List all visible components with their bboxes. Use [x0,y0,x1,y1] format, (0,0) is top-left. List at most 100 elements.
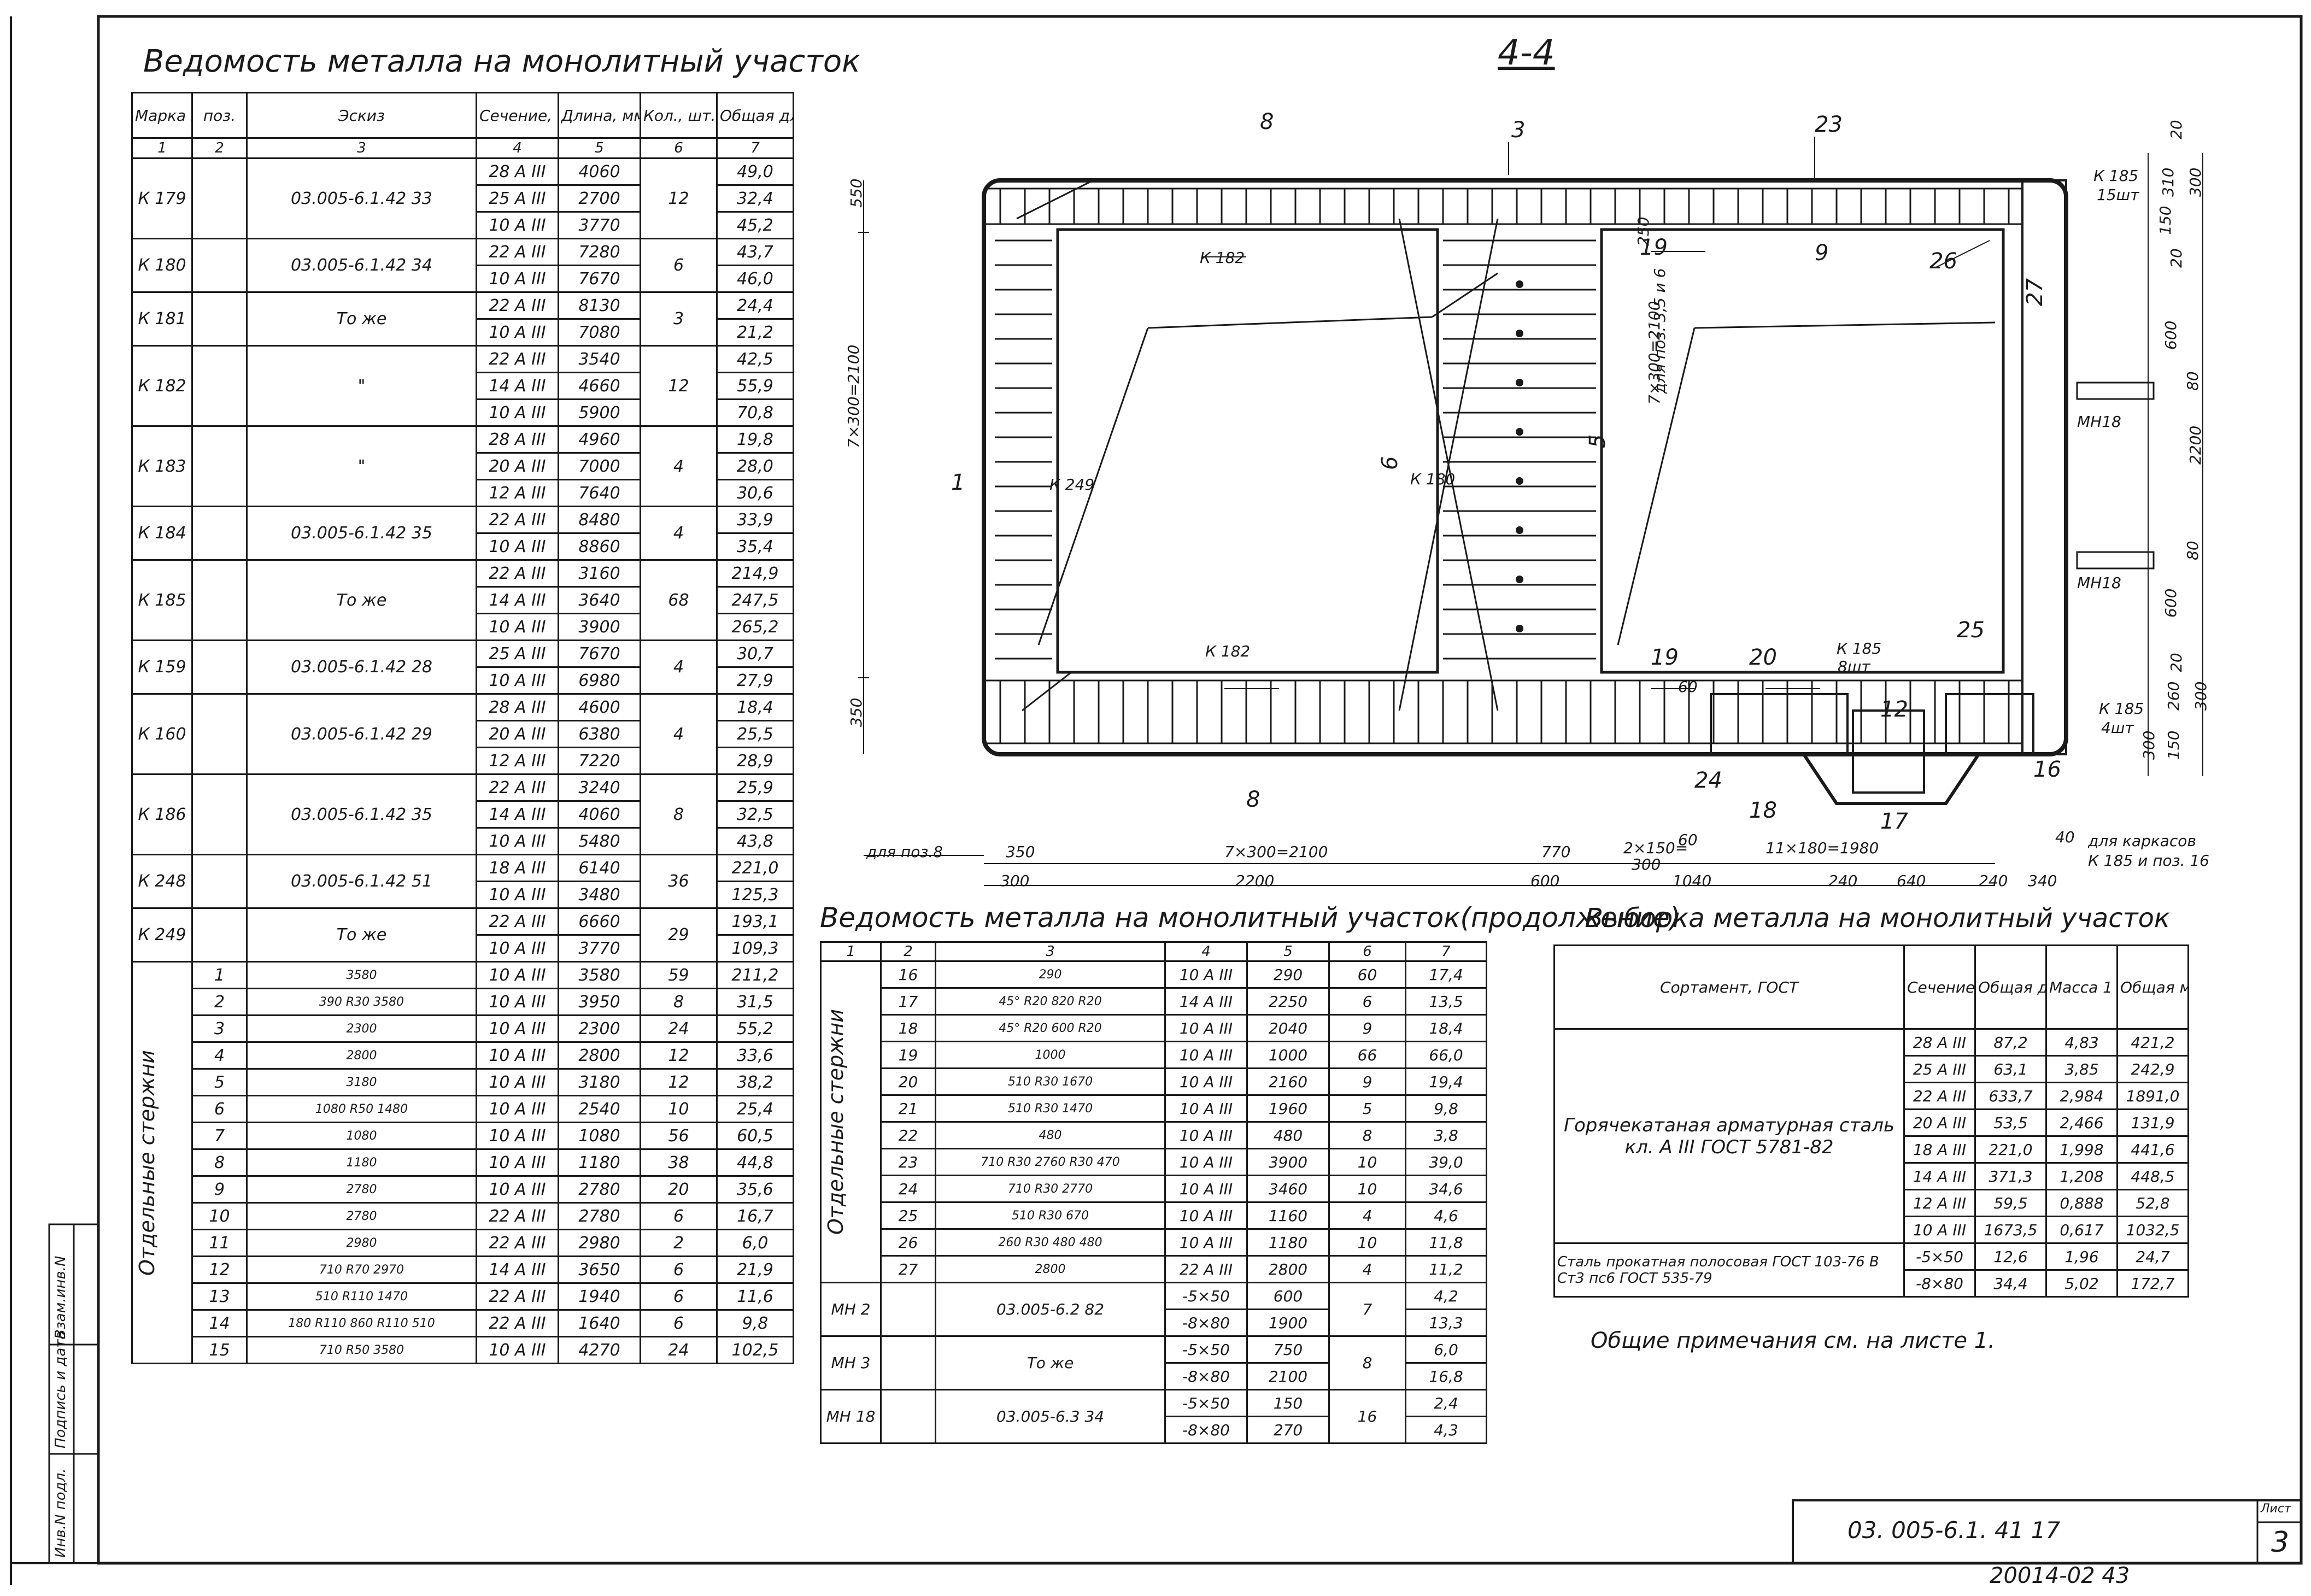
position-cell: 20 [880,1067,936,1096]
element-mark: К 179 [131,157,193,239]
position-cell: 21 [880,1094,936,1123]
length-cell: 7080 [558,318,641,347]
length-cell: 2300 [558,1014,641,1043]
drawing-label-k182-top: К 182 [1200,249,1245,267]
quantity-cell: 8 [1328,1335,1406,1390]
length-cell: 7280 [558,238,641,266]
total-length-cell: 11,6 [716,1282,794,1311]
quantity-cell: 20 [640,1175,718,1204]
quantity-cell: 60 [1328,960,1406,989]
element-mark: МН 18 [820,1389,882,1444]
sketch-ref: То же [246,559,477,641]
bar-sketch: 510 R30 1670 [935,1067,1166,1096]
length-cell: 5900 [558,398,641,427]
section-cell: 10 А III [1164,1041,1248,1069]
length-cell: 6980 [558,666,641,695]
summary-cell: 28 А III [1903,1028,1976,1057]
column-header: Эскиз [246,92,477,139]
section-cell: 10 А III [476,318,559,347]
sketch-ref: То же [246,291,477,347]
drawing-label-d-600b: 600 [2162,588,2180,618]
drawing-label-p26: 26 [1929,249,1957,274]
summary-cell: 20 А III [1903,1108,1976,1137]
drawing-label-c-600: 600 [1530,872,1560,890]
length-cell: 2250 [1246,987,1330,1016]
section-cell: 22 А III [476,1202,559,1230]
length-cell: 3770 [558,211,641,239]
position-cell: 4 [191,1041,248,1070]
element-mark: К 180 [131,238,193,293]
element-mark: К 184 [131,506,193,561]
drawing-label-c-340: 340 [2028,872,2057,890]
total-length-cell: 4,6 [1405,1201,1487,1230]
total-length-cell: 13,3 [1405,1309,1487,1337]
sketch-ref: 03.005-6.3 34 [935,1389,1166,1444]
drawing-label-k180: К 180 [1410,470,1456,488]
column-number: 7 [1405,941,1487,962]
drawing-label-p17: 17 [1880,809,1908,834]
total-length-cell: 66,0 [1405,1041,1487,1069]
section-cell: 10 А III [476,881,559,909]
summary-cell: 633,7 [1974,1082,2047,1110]
column-header: Длина, мм [558,92,641,139]
quantity-cell: 8 [1328,1121,1406,1149]
drawing-label-d-80a: 80 [2184,371,2202,391]
position-cell [191,854,248,909]
total-length-cell: 21,2 [716,318,794,347]
total-length-cell: 42,5 [716,345,794,373]
column-number: 6 [1328,941,1406,962]
sheet-number: 3 [2271,1526,2290,1559]
length-cell: 2700 [558,184,641,213]
bar-sketch: 2980 [246,1229,477,1257]
length-cell: 1640 [558,1309,641,1337]
section-cell: 22 А III [476,1309,559,1337]
length-cell: 2800 [558,1041,641,1070]
quantity-cell: 56 [640,1122,718,1150]
element-mark: К 181 [131,291,193,347]
section-cell: 22 А III [476,506,559,534]
column-number: 1 [820,941,882,962]
length-cell: 3540 [558,345,641,373]
position-cell [191,773,248,855]
bar-sketch: 260 R30 480 480 [935,1228,1166,1257]
drawing-label-d-60: 60 [1678,678,1698,696]
length-cell: 3640 [558,586,641,614]
summary-cell: -5×50 [1903,1242,1976,1271]
total-length-cell: 32,5 [716,800,794,829]
section-cell: 10 А III [476,398,559,427]
column-number: 5 [1246,941,1330,962]
drawing-label-p9: 9 [1815,240,1829,266]
section-cell: 14 А III [1164,987,1248,1016]
quantity-cell: 4 [1328,1201,1406,1230]
sketch-ref: 03.005-6.1.42 28 [246,639,477,695]
length-cell: 1160 [1246,1201,1330,1230]
column-number: 7 [716,137,794,159]
rebar-dot [1516,428,1523,436]
column-header: Сортамент, ГОСТ [1553,944,1905,1030]
bar-sketch: 2800 [935,1255,1166,1283]
total-length-cell: 30,6 [716,479,794,507]
total-length-cell: 4,2 [1405,1282,1487,1310]
summary-title: Выборка металла на монолитный участок [1585,903,2170,934]
drawing-label-p19b: 19 [1651,645,1679,670]
total-length-cell: 39,0 [1405,1148,1487,1176]
total-length-cell: 109,3 [716,934,794,963]
quantity-cell: 9 [1328,1067,1406,1096]
length-cell: 3900 [1246,1148,1330,1176]
total-length-cell: 19,8 [716,425,794,454]
position-cell [880,1389,936,1444]
bar-sketch: 1180 [246,1148,477,1177]
drawing-label-p8-top: 8 [1260,109,1274,134]
length-cell: 7670 [558,639,641,668]
total-length-cell: 214,9 [716,559,794,588]
